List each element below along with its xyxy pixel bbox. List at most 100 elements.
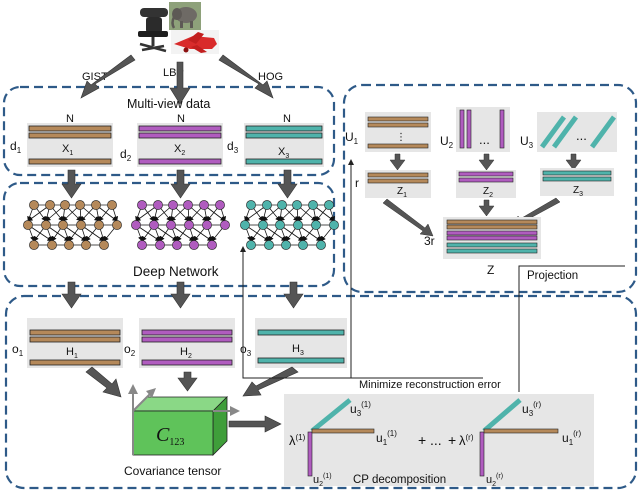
- projection-region: [342, 83, 638, 294]
- multiview-title: Multi-view data: [127, 97, 210, 111]
- feature-arrows: [80, 54, 274, 105]
- x3-dim-label: d3: [227, 139, 239, 155]
- h1-dim-label: o1: [12, 342, 24, 358]
- h2-dim-label: o2: [124, 342, 136, 358]
- network-node: [202, 220, 212, 230]
- cp-caption: CP decomposition: [353, 474, 446, 486]
- network-node: [168, 200, 178, 210]
- z2-label: Z2: [483, 186, 493, 199]
- minimize-error-label: Minimize reconstruction error: [359, 379, 501, 391]
- network-node: [131, 220, 141, 230]
- network-to-output-arrows: [61, 281, 304, 309]
- cp-u3-1: u3(1): [350, 400, 371, 418]
- network-node: [183, 200, 193, 210]
- network-node: [155, 240, 165, 250]
- multiview-region: [2, 85, 336, 177]
- matrix-h2: [139, 318, 235, 368]
- network-node: [311, 220, 321, 230]
- matrix-u1: [365, 112, 431, 152]
- u2-dots: ...: [479, 132, 490, 147]
- network-node: [281, 240, 291, 250]
- deep-network-3: [240, 200, 339, 250]
- network-node: [81, 240, 91, 250]
- h2-matrix-label: H2: [180, 346, 192, 360]
- h3-dim-label: o3: [240, 342, 252, 358]
- matrix-u2: [456, 107, 510, 152]
- u3-dots: ...: [576, 128, 587, 143]
- z1-label: Z1: [397, 186, 407, 199]
- reconstruction-feedback-lines: [240, 159, 625, 392]
- cp-u2-r: u2(r): [486, 473, 503, 488]
- network-node: [275, 220, 285, 230]
- h3-matrix-label: H3: [292, 343, 304, 357]
- h1-matrix-label: H1: [66, 346, 78, 360]
- input-to-network-arrows: [61, 169, 298, 199]
- u1-dots: ⋮: [396, 132, 406, 143]
- tensor-label: C123: [156, 424, 184, 448]
- network-node: [292, 200, 302, 210]
- chair-icon: [138, 8, 168, 53]
- network-node: [189, 240, 199, 250]
- matrix-h1: [27, 318, 123, 368]
- x3-matrix-label: X3: [278, 146, 289, 160]
- network-node: [91, 200, 101, 210]
- feature-label-hog: HOG: [258, 71, 283, 83]
- x2-n-label: N: [177, 113, 185, 125]
- network-node: [329, 220, 339, 230]
- network-node: [184, 220, 194, 230]
- u1-label: U1: [345, 130, 359, 146]
- network-node: [107, 200, 117, 210]
- network-node: [308, 200, 318, 210]
- x1-n-label: N: [66, 113, 74, 125]
- tensor-caption: Covariance tensor: [124, 464, 221, 478]
- cp-lambda-r: λ(r): [459, 433, 474, 448]
- matrix-x2: [137, 123, 223, 167]
- matrix-x1: [27, 123, 113, 167]
- network-node: [153, 200, 163, 210]
- network-node: [29, 240, 39, 250]
- bottom-region: [4, 294, 638, 490]
- z3-label: Z3: [573, 185, 583, 198]
- network-node: [99, 240, 109, 250]
- cp-plus-2: +: [448, 432, 456, 448]
- cp-u1-1: u1(1): [376, 429, 397, 447]
- matrix-z3: [540, 168, 614, 196]
- matrix-u3: [537, 112, 617, 152]
- deep-network-region: [2, 181, 336, 288]
- u-to-z-arrows: [389, 153, 582, 171]
- network-node: [277, 200, 287, 210]
- cp-ellipsis: ...: [430, 432, 442, 448]
- matrix-x3: [244, 123, 324, 167]
- network-node: [47, 240, 57, 250]
- x2-dim-label: d2: [120, 147, 132, 163]
- network-node: [220, 220, 230, 230]
- network-node: [324, 200, 334, 210]
- matrix-z: [443, 217, 541, 259]
- covariance-tensor: [128, 384, 240, 456]
- network-node: [246, 240, 256, 250]
- network-node: [246, 200, 256, 210]
- network-node: [41, 220, 51, 230]
- toy-airplane-icon: [171, 30, 219, 54]
- network-node: [199, 200, 209, 210]
- x2-matrix-label: X2: [174, 143, 185, 157]
- matrix-z2: [456, 170, 516, 198]
- cp-u2-1: u2(1): [313, 473, 332, 488]
- cp-lambda-1: λ(1): [289, 433, 306, 448]
- network-node: [240, 220, 250, 230]
- z1-r-label: r: [355, 176, 359, 190]
- network-node: [23, 220, 33, 230]
- network-node: [29, 200, 39, 210]
- deep-networks: [23, 200, 339, 250]
- cp-plus-1: +: [418, 432, 426, 448]
- network-node: [75, 200, 85, 210]
- network-node: [45, 200, 55, 210]
- deep-network-title: Deep Network: [133, 264, 219, 279]
- network-node: [64, 240, 74, 250]
- z-3r-label: 3r: [424, 234, 435, 248]
- cp-u1-r: u1(r): [562, 429, 581, 447]
- x1-dim-label: d1: [10, 139, 22, 155]
- network-node: [112, 220, 122, 230]
- network-node: [298, 240, 308, 250]
- network-node: [172, 240, 182, 250]
